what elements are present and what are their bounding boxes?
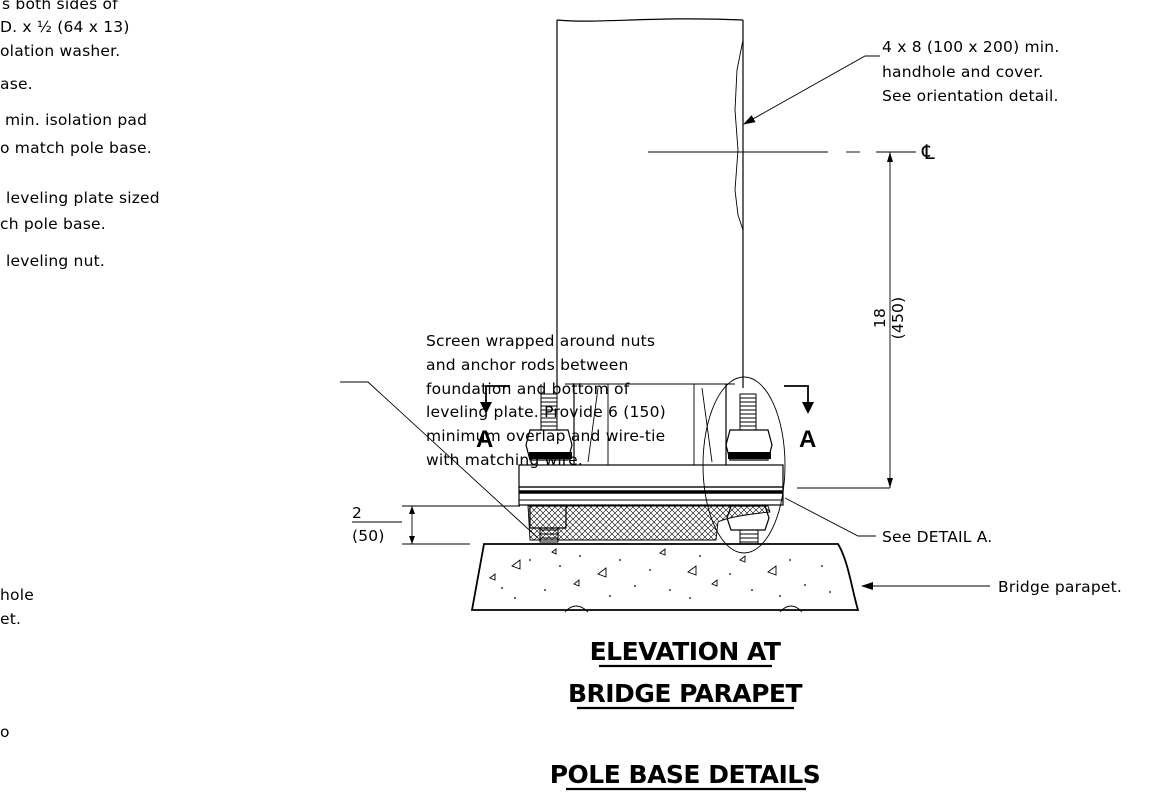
screen-note-line: Screen wrapped around nuts	[426, 332, 655, 350]
title-line-2: BRIDGE PARAPET	[568, 679, 803, 708]
section-marker-right: A	[784, 385, 816, 453]
left-note-line: olation washer.	[0, 42, 120, 60]
left-note-line: ase.	[0, 75, 33, 93]
screen-leader-line	[340, 381, 539, 539]
gap-imperial-text: 2	[352, 504, 362, 522]
see-detail-note: See DETAIL A.	[882, 528, 992, 546]
handhole-note-line: 4 x 8 (100 x 200) min.	[882, 38, 1059, 56]
left-note-line: o match pole base.	[0, 139, 152, 157]
dimension-2-50: 2 (50)	[352, 504, 520, 545]
section-letter: A	[476, 426, 493, 453]
screen-note-line: foundation and bottom of	[426, 380, 630, 398]
dimension-metric-text: (450)	[889, 297, 907, 340]
base-plate-assembly	[518, 376, 786, 554]
section-letter: A	[799, 426, 816, 453]
left-note-line: s both sides of	[2, 0, 118, 13]
gap-metric-text: (50)	[352, 527, 385, 545]
centerline: ℄	[648, 140, 935, 164]
section-marker-left: A	[476, 385, 510, 453]
handhole-note: 4 x 8 (100 x 200) min. handhole and cove…	[882, 38, 1059, 105]
screen-note-line: and anchor rods between	[426, 356, 629, 374]
pole-base-details-title: POLE BASE DETAILS	[550, 760, 821, 789]
left-note-line: o	[0, 723, 10, 741]
screen-note-line: minimum overlap and wire-tie	[426, 427, 665, 445]
centerline-symbol: ℄	[921, 140, 935, 164]
left-note-line: D. x ½ (64 x 13)	[0, 18, 130, 36]
pole-shaft	[556, 18, 744, 388]
dimension-imperial-text: 18	[871, 308, 889, 328]
title-line-1: ELEVATION AT	[590, 637, 781, 666]
sheet-title: POLE BASE DETAILS	[550, 760, 821, 791]
bridge-parapet	[470, 543, 860, 613]
left-notes: s both sides of D. x ½ (64 x 13) olation…	[0, 0, 160, 741]
dimension-18-450: 18 (450)	[797, 152, 907, 489]
see-detail-leader	[784, 497, 876, 537]
left-note-line: ch pole base.	[0, 215, 106, 233]
left-note-line: leveling plate sized	[6, 189, 160, 207]
handhole-leader-arrow	[743, 55, 880, 125]
left-note-line: hole	[0, 586, 34, 604]
left-note-line: leveling nut.	[6, 252, 105, 270]
bridge-parapet-note: Bridge parapet.	[998, 578, 1122, 596]
handhole-note-line: handhole and cover.	[882, 63, 1044, 81]
left-note-line: et.	[0, 610, 21, 628]
left-note-line: min. isolation pad	[5, 111, 147, 129]
handhole-note-line: See orientation detail.	[882, 87, 1059, 105]
elevation-title: ELEVATION AT BRIDGE PARAPET	[568, 637, 803, 710]
